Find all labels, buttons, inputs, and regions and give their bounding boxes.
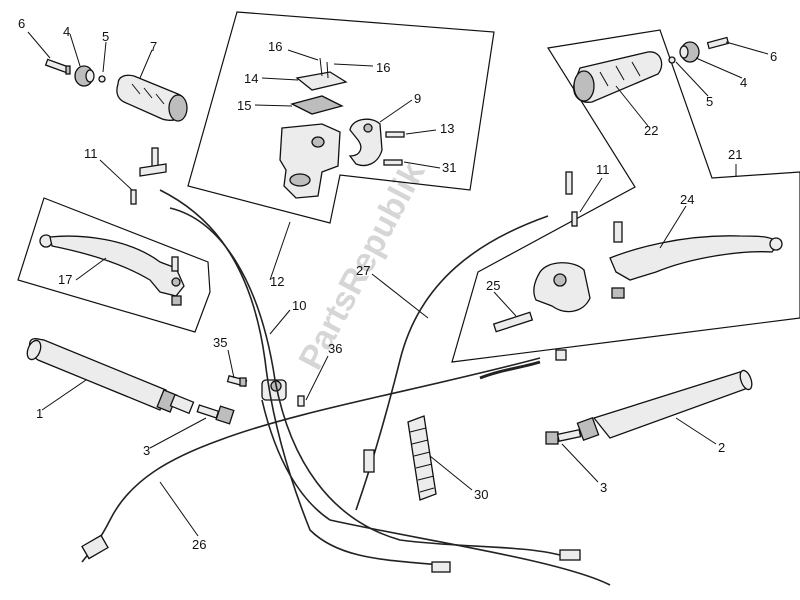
clutch-cable-12 xyxy=(159,189,441,566)
callout-35: 35 xyxy=(213,335,227,350)
callout-5-right: 5 xyxy=(706,94,713,109)
callout-17: 17 xyxy=(58,272,72,287)
callout-4-left: 4 xyxy=(63,24,70,39)
throttle-cable-10b xyxy=(261,399,611,586)
callout-26: 26 xyxy=(192,537,206,552)
callout-16-b: 16 xyxy=(376,60,390,75)
right-bar-bolt xyxy=(545,429,582,445)
left-throttle-grip xyxy=(116,74,188,122)
cable-spring xyxy=(407,415,437,501)
right-lever xyxy=(609,221,783,299)
reservoir-cap xyxy=(295,71,348,91)
callout-6-left: 6 xyxy=(18,16,25,31)
throttle-cable-10 xyxy=(169,207,561,556)
callout-9: 9 xyxy=(414,91,421,106)
switch-screw xyxy=(492,311,534,333)
callout-24: 24 xyxy=(680,192,694,207)
left-bar-bolt xyxy=(196,404,235,425)
callout-6-right: 6 xyxy=(770,49,777,64)
callout-16-a: 16 xyxy=(268,39,282,54)
cable-bracket-bolt xyxy=(226,374,248,388)
choke-cable-26 xyxy=(81,357,541,563)
left-handlebar xyxy=(26,338,195,415)
right-bar-end-weight xyxy=(679,41,700,63)
callout-15: 15 xyxy=(237,98,251,113)
callout-10: 10 xyxy=(292,298,306,313)
right-washer xyxy=(668,56,676,64)
callout-3-left: 3 xyxy=(143,443,150,458)
cable-end-mid xyxy=(431,561,451,573)
callout-30: 30 xyxy=(474,487,488,502)
callout-7: 7 xyxy=(150,39,157,54)
callout-1: 1 xyxy=(36,406,43,421)
cap-screw-a xyxy=(319,57,323,77)
left-bar-end-screw xyxy=(44,58,71,75)
left-banjo-fitting xyxy=(130,147,167,205)
cable-end-left xyxy=(81,534,109,560)
right-handlebar xyxy=(576,369,753,442)
callout-labels: 6 4 5 7 16 16 14 15 9 13 31 11 17 12 10 … xyxy=(18,16,777,552)
callout-27: 27 xyxy=(356,263,370,278)
left-washer xyxy=(98,75,106,83)
leader-lines xyxy=(27,31,769,537)
callout-5-left: 5 xyxy=(102,29,109,44)
right-banjo-fitting xyxy=(565,171,578,227)
left-lever xyxy=(39,234,185,306)
master-cylinder-group-box xyxy=(187,11,495,224)
callout-14: 14 xyxy=(244,71,258,86)
right-bar-end-screw xyxy=(706,36,730,50)
cable-end-26 xyxy=(555,349,567,361)
clamp-screw-13 xyxy=(385,131,405,138)
callout-2: 2 xyxy=(718,440,725,455)
callout-13: 13 xyxy=(440,121,454,136)
cable-end-27 xyxy=(363,449,375,473)
cap-screw-b xyxy=(326,61,329,79)
callout-25: 25 xyxy=(486,278,500,293)
lever-clamp xyxy=(348,118,383,167)
callout-11-left: 11 xyxy=(84,146,98,161)
choke-cable-sleeve xyxy=(479,360,541,380)
callout-21: 21 xyxy=(728,147,742,162)
right-switch-housing xyxy=(533,262,591,313)
reservoir-diaphragm xyxy=(290,95,344,115)
callout-31: 31 xyxy=(442,160,456,175)
right-grip xyxy=(573,51,663,103)
callout-12: 12 xyxy=(270,274,284,289)
callout-11-right: 11 xyxy=(596,162,610,177)
cable-end-right xyxy=(559,549,581,561)
clamp-screw-31 xyxy=(383,159,403,166)
left-bar-end-weight xyxy=(74,65,95,87)
right-group-box xyxy=(451,29,800,363)
callout-3-right: 3 xyxy=(600,480,607,495)
callout-36: 36 xyxy=(328,341,342,356)
master-cylinder-body xyxy=(279,123,341,199)
callout-22: 22 xyxy=(644,123,658,138)
callout-4-right: 4 xyxy=(740,75,747,90)
left-lever-group-box xyxy=(17,197,211,333)
